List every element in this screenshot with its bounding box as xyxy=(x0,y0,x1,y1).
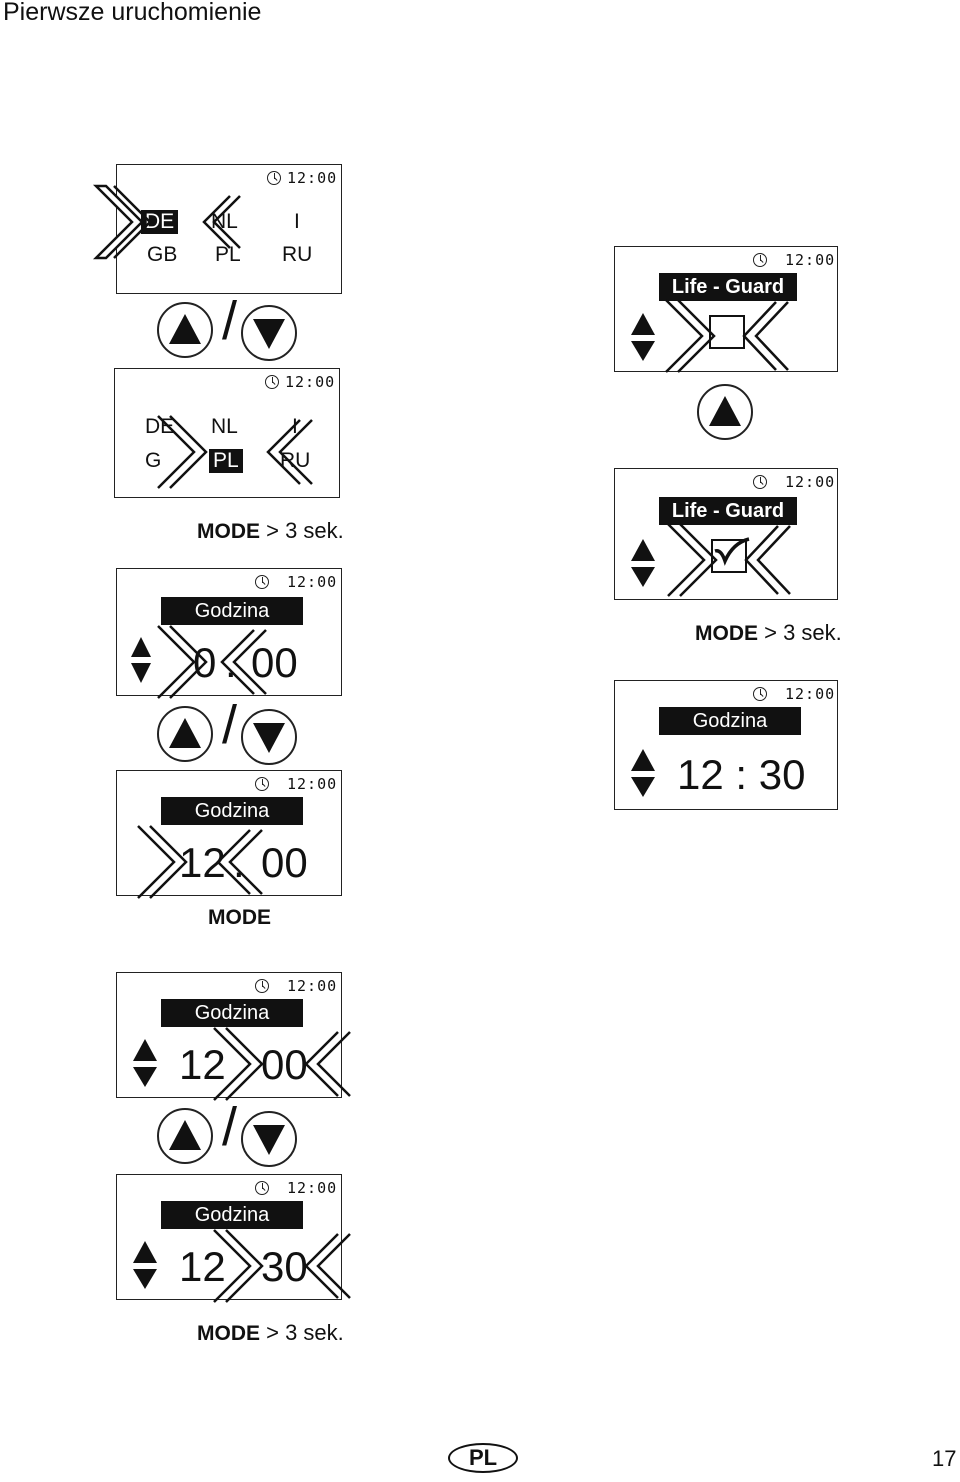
clock-icon xyxy=(753,687,767,701)
mode-caption-3: MODE > 3 sek. xyxy=(197,1320,344,1346)
selection-chevron-icon xyxy=(213,1027,351,1101)
slash-separator: / xyxy=(222,291,238,351)
down-button[interactable] xyxy=(241,709,297,765)
lang-de: DE xyxy=(141,210,179,234)
time-minutes: 00 xyxy=(251,639,298,686)
clock-time: 12:00 xyxy=(785,251,836,269)
down-button[interactable] xyxy=(241,305,297,361)
slash-separator: / xyxy=(222,1097,238,1157)
language-screen-2: 12:00 DE NL I G PL RU xyxy=(114,368,340,498)
time-screen-1: 12:00 Godzina 0 . 00 xyxy=(116,568,342,696)
clock-time: 12:00 xyxy=(785,685,836,703)
selection-chevron-icon xyxy=(213,1229,351,1303)
down-button[interactable] xyxy=(241,1111,297,1167)
up-down-arrow-icon xyxy=(631,313,655,361)
lang-pl: PL xyxy=(209,449,243,473)
selection-chevron-icon xyxy=(137,825,263,899)
time-minutes: 00 xyxy=(261,839,308,886)
time-header: Godzina xyxy=(161,597,303,625)
lang-pl: PL xyxy=(215,243,241,266)
mode-label: MODE xyxy=(197,520,260,543)
clock-icon xyxy=(753,475,767,489)
lifeguard-header: Life - Guard xyxy=(659,497,797,525)
mode-label: MODE xyxy=(197,1322,260,1345)
up-button[interactable] xyxy=(157,706,213,762)
lang-gb: GB xyxy=(147,243,178,266)
mode-caption-4: MODE > 3 sek. xyxy=(695,620,842,646)
lifeguard-screen-1: 12:00 Life - Guard xyxy=(614,246,838,372)
mode-caption-2: MODE xyxy=(208,904,271,930)
page-number: 17 xyxy=(932,1446,957,1471)
selection-chevron-icon xyxy=(667,523,791,597)
clock-time: 12:00 xyxy=(287,775,338,793)
mode-caption-1: MODE > 3 sek. xyxy=(197,518,344,544)
time-screen-4: 12:00 Godzina 12 30 xyxy=(116,1174,342,1300)
mode-label: MODE xyxy=(695,622,758,645)
mode-duration: > 3 sek. xyxy=(260,518,344,543)
up-down-arrow-icon xyxy=(133,1039,157,1087)
up-button[interactable] xyxy=(157,1108,213,1164)
up-down-arrow-icon xyxy=(631,539,655,587)
clock-icon xyxy=(255,777,269,791)
time-minutes: 00 xyxy=(261,1041,308,1088)
time-header: Godzina xyxy=(161,999,303,1027)
clock-icon xyxy=(255,979,269,993)
mode-duration: > 3 sek. xyxy=(758,620,842,645)
lifeguard-screen-2: 12:00 Life - Guard xyxy=(614,468,838,600)
time-screen-3: 12:00 Godzina 12 00 xyxy=(116,972,342,1098)
time-header: Godzina xyxy=(161,1201,303,1229)
time-screen-5: 12:00 Godzina 12 : 30 xyxy=(614,680,838,810)
time-hours: 12 xyxy=(179,1243,226,1290)
time-screen-2: 12:00 Godzina 12 . 00 xyxy=(116,770,342,896)
lang-de: DE xyxy=(145,415,175,438)
time-header: Godzina xyxy=(659,707,801,735)
clock-icon xyxy=(267,171,281,185)
time-minutes: 30 xyxy=(261,1243,308,1290)
up-down-arrow-icon xyxy=(631,749,655,797)
clock-icon xyxy=(255,575,269,589)
clock-icon xyxy=(753,253,767,267)
clock-icon xyxy=(255,1181,269,1195)
mode-duration: > 3 sek. xyxy=(260,1320,344,1345)
clock-time: 12:00 xyxy=(285,373,336,391)
page-title: Pierwsze uruchomienie xyxy=(3,0,262,26)
lifeguard-header: Life - Guard xyxy=(659,273,797,301)
up-button[interactable] xyxy=(697,384,753,440)
mode-label: MODE xyxy=(208,906,271,929)
clock-time: 12:00 xyxy=(287,573,338,591)
up-down-arrow-icon xyxy=(131,637,151,683)
language-screen-1: 12:00 DE NL I GB PL RU xyxy=(116,164,342,294)
language-badge: PL xyxy=(448,1443,518,1473)
clock-time: 12:00 xyxy=(287,1179,338,1197)
lang-i: I xyxy=(294,210,300,233)
clock-icon xyxy=(265,375,279,389)
clock-time: 12:00 xyxy=(287,977,338,995)
time-separator: . xyxy=(233,839,245,886)
selection-chevron-icon xyxy=(157,415,313,489)
time-value: 12 : 30 xyxy=(677,751,806,798)
slash-separator: / xyxy=(222,695,238,755)
lang-gb: G xyxy=(145,449,162,472)
up-button[interactable] xyxy=(157,302,213,358)
lang-ru: RU xyxy=(280,449,311,472)
clock-time: 12:00 xyxy=(785,473,836,491)
lang-ru: RU xyxy=(282,243,313,266)
selection-chevron-icon xyxy=(157,625,267,699)
lang-nl: NL xyxy=(211,415,238,438)
clock-time: 12:00 xyxy=(287,169,338,187)
time-separator: . xyxy=(225,639,237,686)
selection-chevron-icon xyxy=(665,299,789,373)
time-hours: 12 xyxy=(179,1041,226,1088)
up-down-arrow-icon xyxy=(133,1241,157,1289)
selection-chevron-icon xyxy=(92,184,241,260)
time-header: Godzina xyxy=(161,797,303,825)
